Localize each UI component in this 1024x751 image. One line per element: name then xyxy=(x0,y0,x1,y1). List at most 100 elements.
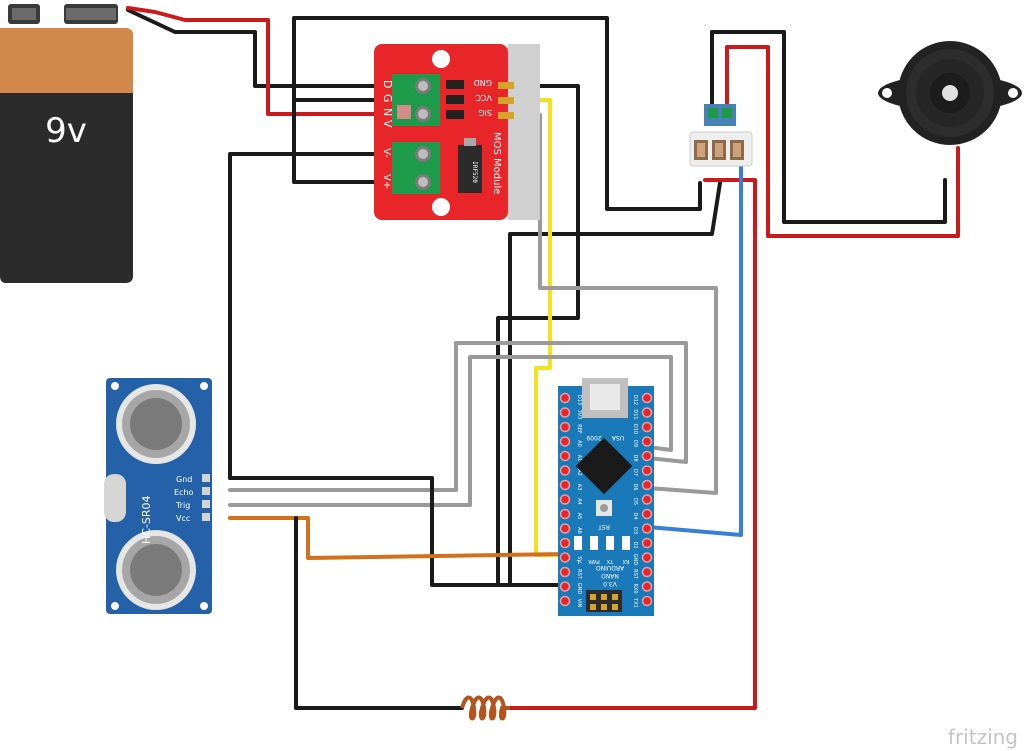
nano-pin-label: D4 xyxy=(632,512,638,519)
nano-pin-label: A0 xyxy=(576,440,582,447)
nano-pin-label: A1 xyxy=(576,455,582,462)
board-model: NANO xyxy=(601,572,619,579)
nano-pin xyxy=(559,494,571,505)
transducer-top xyxy=(116,384,196,464)
pin-label: GND xyxy=(474,78,492,87)
nano-pin-label: D10 xyxy=(632,424,638,434)
nano-pin-label: D7 xyxy=(632,469,638,476)
chip-label: IRF520 xyxy=(471,161,478,183)
nano-pin xyxy=(559,595,571,607)
nano-pin-label: VIN xyxy=(576,599,582,608)
nano-pin-label: D11 xyxy=(632,409,638,419)
nano-pin xyxy=(641,479,653,491)
pin-label: V- xyxy=(381,148,392,158)
nano-pin-label: A3 xyxy=(576,484,582,491)
board-version: V3.0 xyxy=(603,580,617,587)
fritzing-watermark: fritzing xyxy=(948,725,1018,749)
nano-pin xyxy=(641,508,653,520)
wire-battery-positive xyxy=(126,6,401,116)
led-label: TX xyxy=(606,558,614,564)
nano-pin-label: D8 xyxy=(632,454,638,461)
battery: 9v xyxy=(0,4,133,283)
pin-label: VCC xyxy=(475,93,492,102)
ultrasonic-sensor: HC-SR04 Gnd Echo Trig Vcc xyxy=(104,378,212,614)
nano-pin xyxy=(641,523,653,534)
nano-pin xyxy=(641,392,653,404)
nano-pin xyxy=(559,523,571,534)
nano-pin xyxy=(641,552,653,563)
pin-label: SIG xyxy=(478,108,492,117)
mount-hole xyxy=(432,198,450,216)
arduino-nano: D133V3REFA0A1A2A3A4A5A6A75VRSTGNDVIN D12… xyxy=(558,378,654,616)
battery-label: 9v xyxy=(45,111,87,151)
nano-pin-label: D6 xyxy=(632,483,638,490)
pin-label: D xyxy=(381,80,394,88)
nano-pin-label: TX1 xyxy=(632,597,638,608)
wire-buzzer-black xyxy=(710,30,947,224)
pin-label: N xyxy=(381,108,394,116)
nano-pin xyxy=(559,392,571,404)
wire-module-vplus xyxy=(228,152,401,480)
nano-pin xyxy=(559,436,571,447)
board-country: USA xyxy=(611,434,624,441)
pin-label: V+ xyxy=(381,174,392,189)
nano-pin xyxy=(641,581,653,592)
inductor xyxy=(460,695,510,721)
sensor-pin-label: Echo xyxy=(174,488,194,497)
nano-pin xyxy=(559,537,571,549)
nano-pin xyxy=(559,421,571,433)
wire-relay-signal xyxy=(646,158,743,537)
board-name: ARDUINO xyxy=(596,564,625,571)
module-title: MOS Module xyxy=(491,132,502,194)
board-year: 2009 xyxy=(586,434,601,441)
nano-pin xyxy=(641,436,653,447)
nano-pin xyxy=(559,566,571,578)
nano-pin-label: RST xyxy=(632,569,638,580)
nano-pin xyxy=(641,595,653,607)
sensor-pin-label: Trig xyxy=(175,501,190,510)
nano-pin xyxy=(641,450,653,462)
nano-pin-label: 5V xyxy=(576,556,582,563)
nano-pin-label: D5 xyxy=(632,498,638,505)
nano-pin xyxy=(641,566,653,578)
wire-relay-gnd xyxy=(508,181,722,587)
nano-pin xyxy=(559,552,571,563)
nano-pin-label: A6 xyxy=(576,527,582,534)
wire-inductor-black xyxy=(294,516,464,710)
terminal-block-power xyxy=(392,142,440,194)
wire-inductor-red xyxy=(508,178,757,710)
pin-label: G xyxy=(381,94,394,103)
nano-pin xyxy=(641,494,653,505)
nano-pin xyxy=(641,407,653,418)
nano-pin xyxy=(559,450,571,462)
pin-label: V xyxy=(381,120,394,128)
sensor-pin-label: Vcc xyxy=(176,514,190,523)
wires xyxy=(126,6,960,710)
nano-pin xyxy=(641,465,653,476)
mosfet-chip xyxy=(458,145,482,193)
wire-battery-negative xyxy=(126,8,401,88)
nano-pin xyxy=(559,465,571,476)
nano-pin-label: 3V3 xyxy=(576,410,582,420)
nano-pin-label: GND xyxy=(576,583,582,595)
led-label: RX xyxy=(622,558,629,564)
nano-pin xyxy=(641,421,653,433)
nano-pin-label: RX0 xyxy=(632,583,638,593)
transducer-bottom xyxy=(116,530,196,610)
nano-pin-label: GND xyxy=(632,554,638,566)
wire-sensor-gnd xyxy=(228,476,568,587)
wire-sensor-vcc xyxy=(228,516,568,560)
nano-pin-label: REF xyxy=(576,424,582,434)
wire-module-vminus xyxy=(292,98,401,184)
wire-buzzer-red xyxy=(725,45,960,238)
connector-module xyxy=(689,104,753,167)
wire-sensor-echo xyxy=(228,341,688,492)
wire-module-gnd xyxy=(496,84,580,585)
led-label: PWR xyxy=(588,558,600,564)
crystal xyxy=(104,474,126,522)
nano-pin-label: D9 xyxy=(632,440,638,447)
sensor-model: HC-SR04 xyxy=(140,495,153,544)
sensor-pin-label: Gnd xyxy=(176,475,192,484)
nano-pin-label: D12 xyxy=(632,395,638,405)
